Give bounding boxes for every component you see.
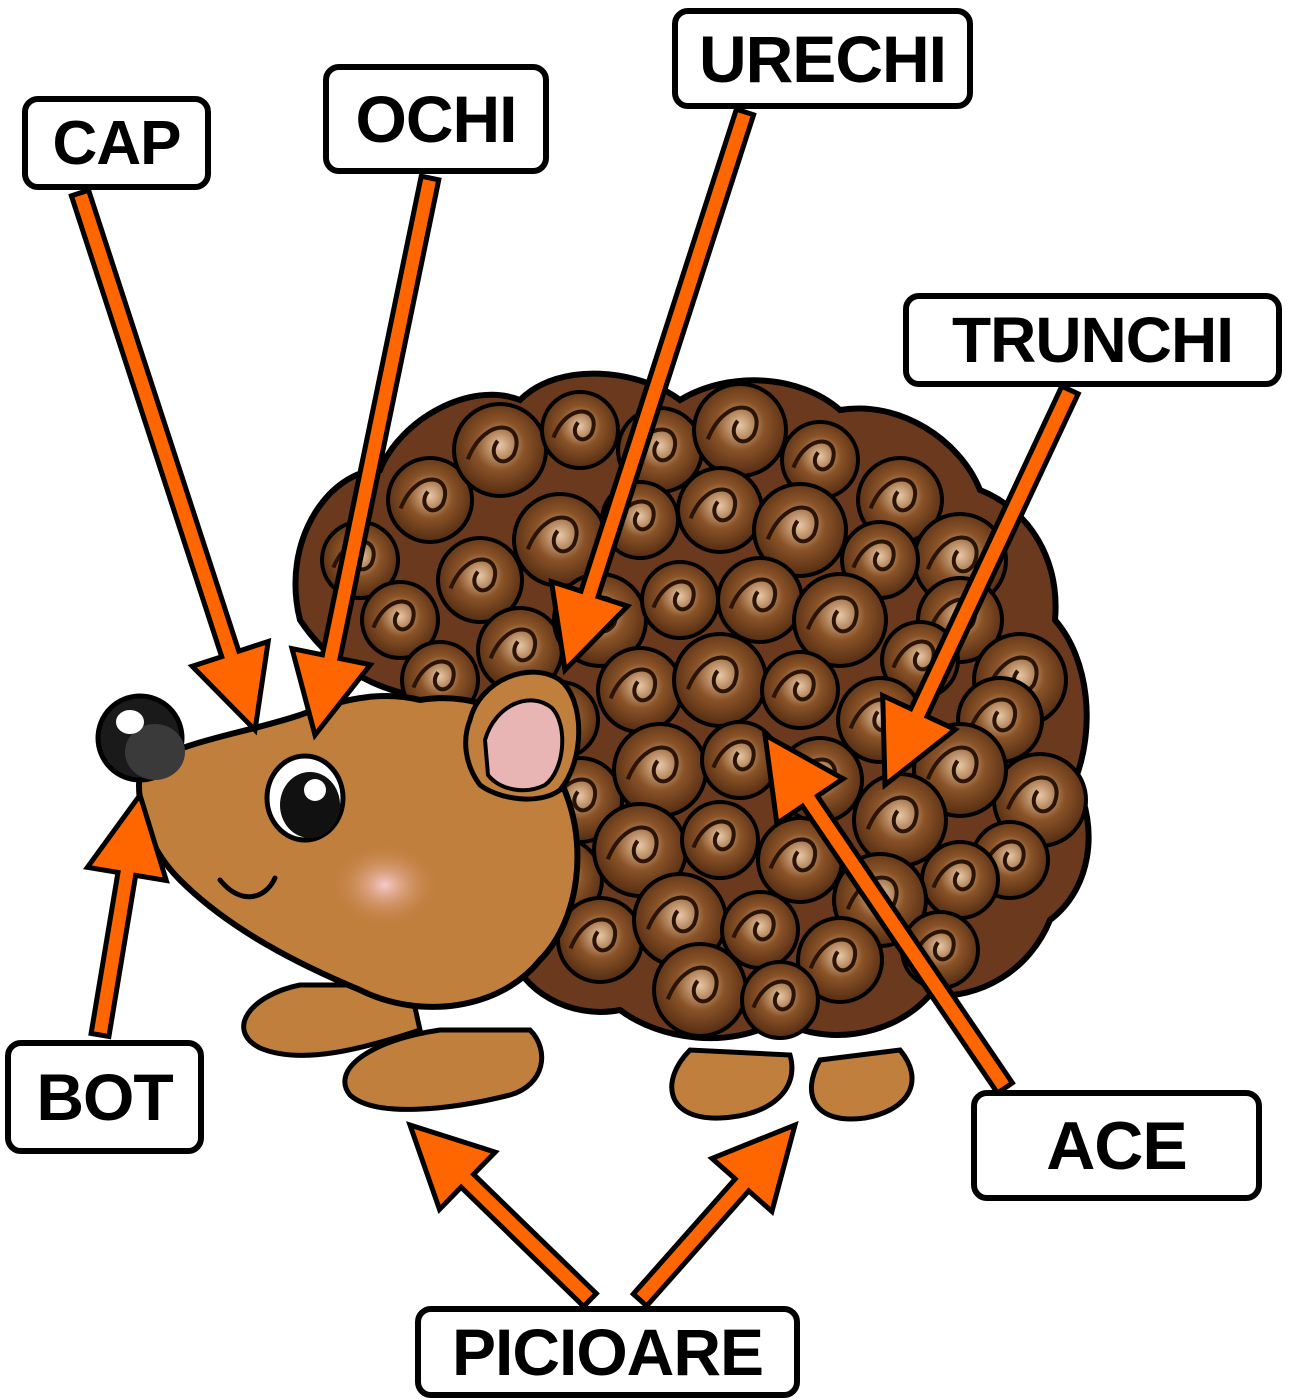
- spine-swirl: [614, 724, 706, 816]
- spine-swirl: [682, 802, 758, 878]
- label-urechi: URECHI: [672, 8, 973, 109]
- label-cap: CAP: [22, 96, 211, 190]
- spine-swirl: [762, 652, 838, 728]
- spine-swirl: [678, 468, 762, 552]
- back-legs: [672, 1050, 912, 1119]
- label-picioare: PICIOARE: [415, 1306, 800, 1398]
- label-ace: ACE: [971, 1090, 1262, 1201]
- spine-swirl: [454, 404, 546, 496]
- hedgehog-head: [98, 672, 579, 1007]
- spine-swirl: [674, 634, 766, 726]
- spine-swirl: [922, 842, 998, 918]
- arrow-picioare-right: [633, 1125, 795, 1306]
- arrow-picioare-left: [410, 1125, 596, 1307]
- spine-swirl: [742, 962, 818, 1038]
- spine-swirl: [654, 944, 746, 1036]
- spine-swirl: [718, 558, 802, 642]
- spine-swirl: [542, 392, 618, 468]
- spine-swirl: [694, 384, 786, 476]
- label-trunchi: TRUNCHI: [903, 293, 1282, 387]
- spine-swirl: [598, 648, 682, 732]
- label-bot: BOT: [5, 1040, 204, 1154]
- arrow-cap: [71, 190, 268, 730]
- label-ochi: OCHI: [323, 64, 549, 174]
- spine-swirl: [642, 562, 718, 638]
